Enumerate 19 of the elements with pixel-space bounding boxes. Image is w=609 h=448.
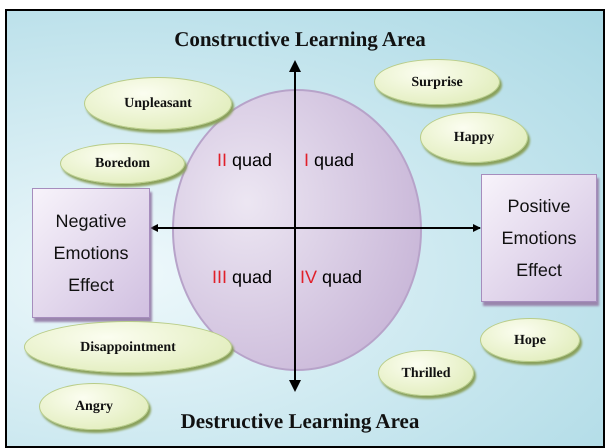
box-label: Positive Emotions Effect — [500, 195, 578, 282]
diagram-title: Constructive Learning Area — [173, 26, 427, 53]
emotion-label: Boredom — [95, 155, 150, 173]
emotion-label: Hope — [514, 332, 546, 350]
emotion-label: Unpleasant — [124, 95, 192, 113]
quadrant-label: IV quad — [300, 266, 362, 289]
effect-box — [481, 174, 597, 302]
double-arrow — [150, 224, 481, 232]
box-label: Negative Emotions Effect — [52, 210, 130, 297]
emotion-label: Happy — [454, 129, 494, 147]
quadrant-label: II quad — [217, 149, 272, 172]
emotion-label: Disappointment — [80, 338, 176, 356]
emotion-label: Thrilled — [401, 364, 450, 382]
emotion-label: Surprise — [411, 74, 463, 92]
quadrant-label: III quad — [212, 266, 272, 289]
quadrant-label: I quad — [304, 149, 354, 172]
emotion-label: Angry — [74, 398, 114, 416]
bottom-title: Destructive Learning Area — [180, 408, 420, 435]
effect-box — [32, 188, 150, 318]
